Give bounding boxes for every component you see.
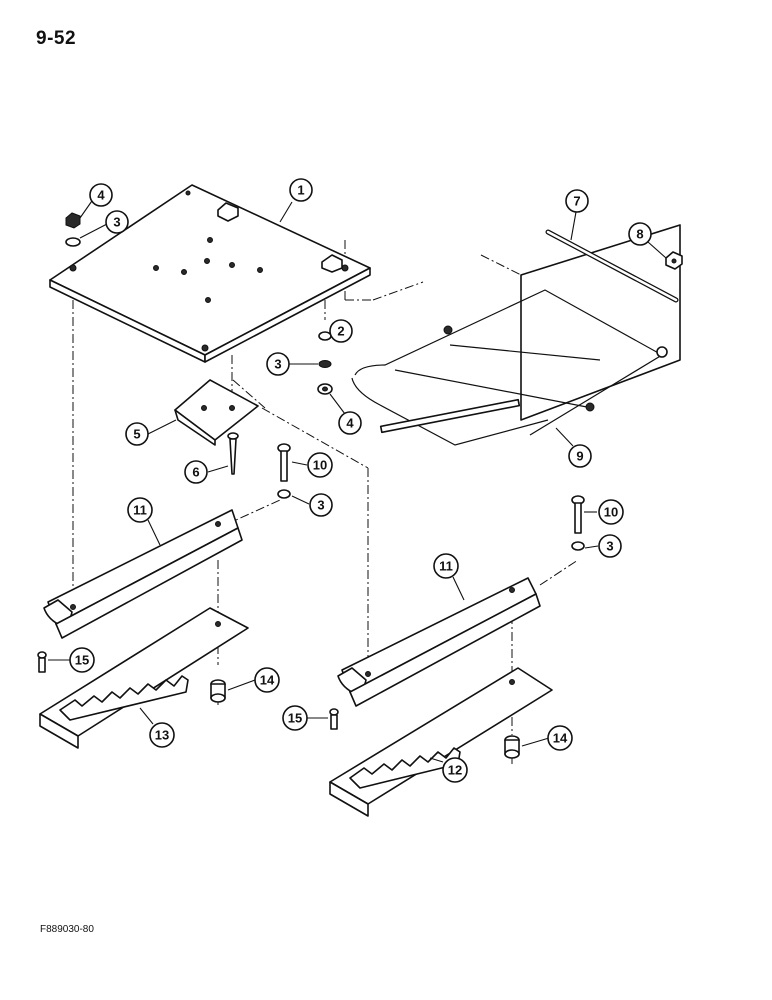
pin xyxy=(227,432,239,475)
page-number: 9-52 xyxy=(36,28,77,49)
callout-5: 5 xyxy=(125,422,149,446)
bracket xyxy=(174,379,259,446)
callout-label: 15 xyxy=(75,653,89,668)
callout-6: 6 xyxy=(184,460,208,484)
callout-14: 14 xyxy=(254,667,280,693)
callout-11: 11 xyxy=(127,497,153,523)
callout-8: 8 xyxy=(628,222,652,246)
callout-label: 14 xyxy=(260,673,275,688)
callout-label: 1 xyxy=(297,183,304,198)
callout-label: 10 xyxy=(604,505,618,520)
callout-label: 3 xyxy=(274,357,281,372)
bolt-right xyxy=(571,495,585,551)
callout-label: 7 xyxy=(573,194,580,209)
callout-11: 11 xyxy=(433,553,459,579)
callout-label: 3 xyxy=(606,539,613,554)
spacer-washer-stack xyxy=(317,331,333,395)
callout-label: 11 xyxy=(439,559,453,574)
callout-label: 3 xyxy=(113,215,120,230)
callout-1: 1 xyxy=(289,178,313,202)
callout-label: 12 xyxy=(448,763,462,778)
callout-7: 7 xyxy=(565,189,589,213)
nut-washer-top-left xyxy=(65,212,81,247)
callout-label: 4 xyxy=(346,416,354,431)
rod-nut xyxy=(665,251,683,270)
bolt-left xyxy=(277,443,291,499)
callout-9: 9 xyxy=(568,444,592,468)
spacer-right xyxy=(504,735,520,759)
callout-label: 11 xyxy=(133,503,147,518)
seat-support-frame xyxy=(351,224,681,446)
seat-mounting-plate xyxy=(49,184,371,363)
callout-label: 6 xyxy=(192,465,199,480)
callout-13: 13 xyxy=(149,722,175,748)
screw-left xyxy=(37,651,47,673)
callout-label: 13 xyxy=(155,728,169,743)
callout-label: 9 xyxy=(576,449,583,464)
callout-label: 4 xyxy=(97,188,105,203)
callout-label: 5 xyxy=(133,427,140,442)
callout-label: 15 xyxy=(288,711,302,726)
rod xyxy=(545,229,679,303)
spacer-left xyxy=(210,679,226,703)
seat-rail-right xyxy=(337,577,541,707)
callout-15: 15 xyxy=(69,647,95,673)
callout-12: 12 xyxy=(442,757,468,783)
callout-label: 3 xyxy=(317,498,324,513)
callout-2: 2 xyxy=(329,319,353,343)
rack-plate-left xyxy=(39,607,249,749)
callout-label: 14 xyxy=(553,731,568,746)
callout-15: 15 xyxy=(282,705,308,731)
screw-right xyxy=(329,708,339,730)
seat-rail-left xyxy=(43,509,243,639)
callout-3: 3 xyxy=(309,493,333,517)
callout-3: 3 xyxy=(266,352,290,376)
figure-code: F889030-80 xyxy=(40,924,94,935)
callout-3: 3 xyxy=(105,210,129,234)
callout-4: 4 xyxy=(338,411,362,435)
callout-label: 2 xyxy=(337,324,344,339)
callout-3: 3 xyxy=(598,534,622,558)
callout-10: 10 xyxy=(307,452,333,478)
callout-14: 14 xyxy=(547,725,573,751)
callout-label: 10 xyxy=(313,458,327,473)
callout-10: 10 xyxy=(598,499,624,525)
callout-label: 8 xyxy=(636,227,643,242)
callout-4: 4 xyxy=(89,183,113,207)
